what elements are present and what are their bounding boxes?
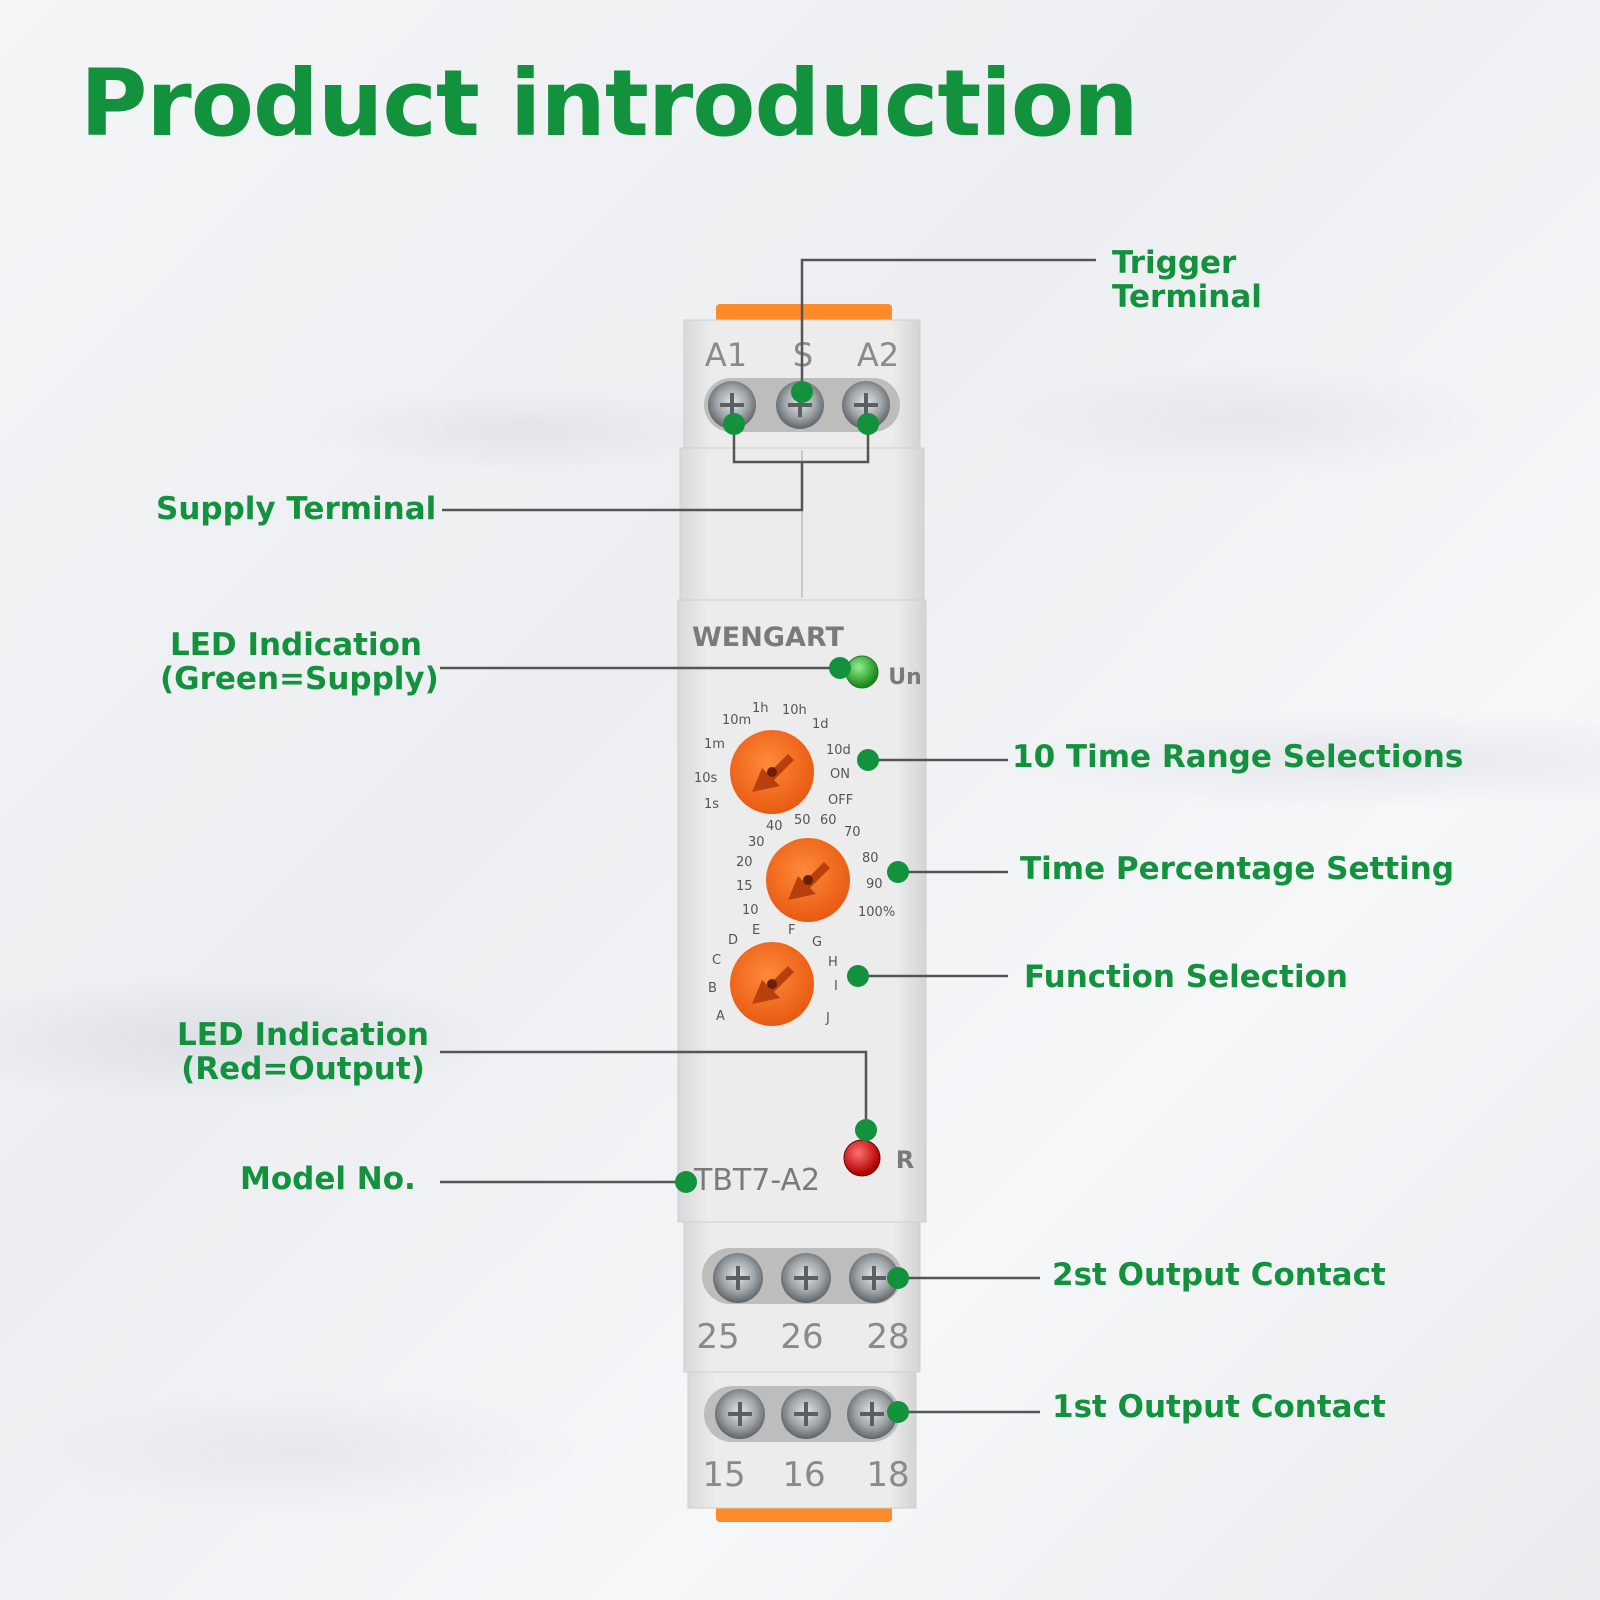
contact-label-18: 18 xyxy=(866,1455,909,1495)
tick-f: F xyxy=(788,923,795,938)
tick-10m: 10m xyxy=(722,713,751,728)
label-function-selection: Function Selection xyxy=(1024,959,1348,995)
screw-25[interactable] xyxy=(713,1253,763,1303)
tick-1d: 1d xyxy=(812,717,829,732)
tick-p90: 90 xyxy=(866,877,883,892)
label-led-red-line2: (Red=Output) xyxy=(181,1051,425,1087)
contact-label-26: 26 xyxy=(780,1317,823,1357)
brand-logo: WENGART xyxy=(692,622,844,653)
label-time-range: 10 Time Range Selections xyxy=(1012,739,1464,775)
leader-supply xyxy=(442,462,804,512)
screw-a2[interactable] xyxy=(842,381,890,429)
tick-p10: 10 xyxy=(742,903,759,918)
leader-led-red xyxy=(440,1050,868,1130)
tick-p15: 15 xyxy=(736,879,753,894)
dot-led-green xyxy=(829,657,851,679)
tick-g: G xyxy=(812,935,822,950)
model-number: TBT7-A2 xyxy=(693,1163,820,1198)
knob-function-scale: A B C D E F G H I J xyxy=(708,923,838,1026)
label-trigger-line1: Trigger xyxy=(1112,245,1237,281)
screw-18[interactable] xyxy=(847,1389,897,1439)
label-led-red: LED Indication (Red=Output) xyxy=(172,1018,434,1086)
leader-trigger xyxy=(800,258,1096,392)
contact-label-16: 16 xyxy=(782,1455,825,1495)
top-end-cap xyxy=(716,304,892,322)
tick-i: I xyxy=(834,979,838,994)
screw-28[interactable] xyxy=(849,1253,899,1303)
knob-time-range-scale: 1s 10s 1m 10m 1h 10h 1d 10d ON OFF xyxy=(694,701,853,812)
label-output-1: 1st Output Contact xyxy=(1052,1389,1386,1425)
label-led-red-line1: LED Indication xyxy=(177,1017,429,1053)
front-panel xyxy=(677,599,927,1223)
label-led-green-line2: (Green=Supply) xyxy=(160,661,439,697)
tick-off: OFF xyxy=(828,793,853,808)
tick-p50: 50 xyxy=(794,813,811,828)
label-trigger-line2: Terminal xyxy=(1112,279,1262,315)
bottom-end-cap xyxy=(716,1506,892,1522)
tick-e: E xyxy=(752,923,760,938)
label-model-no: Model No. xyxy=(240,1161,416,1197)
dot-time-range xyxy=(857,749,879,771)
dot-supply-a2 xyxy=(857,413,879,435)
page-title: Product introduction xyxy=(80,50,1139,157)
dot-time-percentage xyxy=(887,861,909,883)
red-led xyxy=(843,1139,881,1177)
dot-function xyxy=(847,965,869,987)
tick-10s: 10s xyxy=(694,771,718,786)
tick-j: J xyxy=(825,1011,830,1026)
tick-on: ON xyxy=(830,767,850,782)
label-led-green: LED Indication (Green=Supply) xyxy=(160,627,439,697)
screw-26[interactable] xyxy=(781,1253,831,1303)
dot-output-1 xyxy=(887,1401,909,1423)
tick-10d: 10d xyxy=(826,743,851,758)
tick-p60: 60 xyxy=(820,813,837,828)
green-led xyxy=(845,655,879,689)
terminal-label-a1: A1 xyxy=(705,336,747,374)
label-led-green-line1: LED Indication xyxy=(170,627,422,663)
tick-b: B xyxy=(708,981,717,996)
label-time-percentage: Time Percentage Setting xyxy=(1020,851,1455,887)
tick-1h: 1h xyxy=(752,701,769,716)
led-red-label: R xyxy=(896,1146,914,1174)
tick-c: C xyxy=(712,953,721,968)
tick-1m: 1m xyxy=(704,737,725,752)
dot-supply-a1 xyxy=(723,413,745,435)
label-output-2: 2st Output Contact xyxy=(1052,1257,1386,1293)
screw-a1[interactable] xyxy=(708,381,756,429)
tick-p30: 30 xyxy=(748,835,765,850)
contact-label-28: 28 xyxy=(866,1317,909,1357)
knob-time-range[interactable] xyxy=(730,730,814,814)
tick-p20: 20 xyxy=(736,855,753,870)
dot-output-2 xyxy=(887,1267,909,1289)
tick-p40: 40 xyxy=(766,819,783,834)
screw-15[interactable] xyxy=(715,1389,765,1439)
tick-p80: 80 xyxy=(862,851,879,866)
screw-16[interactable] xyxy=(781,1389,831,1439)
dot-led-red xyxy=(855,1119,877,1141)
led-green-label: Un xyxy=(888,665,922,690)
contact-label-15: 15 xyxy=(702,1455,745,1495)
label-trigger-terminal: Trigger Terminal xyxy=(1112,246,1262,314)
tick-a: A xyxy=(716,1009,725,1024)
leader-lines xyxy=(440,258,1096,1414)
dot-model xyxy=(675,1171,697,1193)
tick-p70: 70 xyxy=(844,825,861,840)
knob-percentage-scale: 10 15 20 30 40 50 60 70 80 90 100% xyxy=(736,813,895,920)
tick-10h: 10h xyxy=(782,703,807,718)
dot-trigger xyxy=(791,381,813,403)
knob-time-percentage[interactable] xyxy=(766,838,850,922)
callout-dots xyxy=(675,381,909,1423)
label-supply-terminal: Supply Terminal xyxy=(156,491,437,527)
tick-p100: 100% xyxy=(858,905,895,920)
knob-function[interactable] xyxy=(730,942,814,1026)
tick-d: D xyxy=(728,933,738,948)
tick-h: H xyxy=(828,955,838,970)
terminal-label-a2: A2 xyxy=(857,336,899,374)
contact-label-25: 25 xyxy=(696,1317,739,1357)
tick-1s: 1s xyxy=(704,797,719,812)
